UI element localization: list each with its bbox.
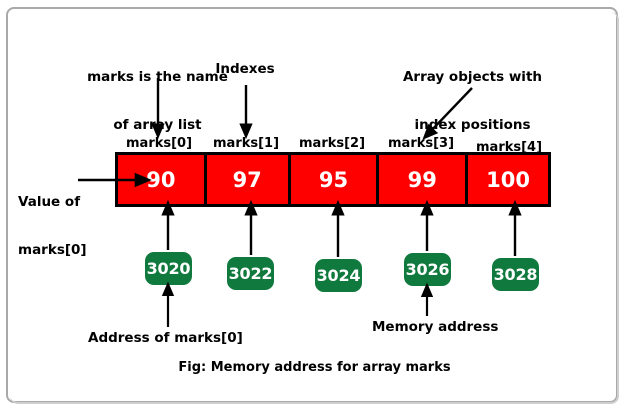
array-objects-note-line2: index positions [414,116,531,133]
array-cell-value-0: 90 [146,167,176,192]
array-name-note-line1: marks is the name [87,68,228,85]
address-of-marks0-note: Address of marks[0] [88,330,243,346]
array-cell-1[interactable]: 97 [207,155,291,204]
array-cell-value-3: 99 [407,167,437,192]
array-cell-4[interactable]: 100 [468,155,548,204]
index-label-1: marks[1] [213,136,280,151]
index-label-0: marks[0] [126,136,193,151]
array-cell-value-2: 95 [318,167,349,192]
address-chip-0[interactable]: 3020 [145,252,192,285]
array-cell-0[interactable]: 90 [118,155,207,204]
indexes-note: Indexes [215,61,275,77]
array-objects-note-line1: Array objects with [402,68,543,85]
value-note-line1: Value of [18,193,81,210]
value-note-line2: marks[0] [18,241,87,258]
address-chip-3[interactable]: 3026 [404,253,451,286]
array-cell-3[interactable]: 99 [379,155,469,204]
index-label-2: marks[2] [299,136,366,151]
address-chip-4[interactable]: 3028 [492,258,539,291]
figure-caption: Fig: Memory address for array marks [178,360,451,375]
memory-address-note: Memory address [372,319,499,335]
index-label-3: marks[3] [388,136,455,151]
address-chip-2[interactable]: 3024 [315,259,362,292]
value-note: Value of marks[0] [18,163,98,290]
index-label-4: marks[4] [476,140,543,155]
array-cell-value-4: 100 [486,167,530,192]
array-cell-2[interactable]: 95 [291,155,380,204]
array-cell-value-1: 97 [232,167,262,192]
array-cells-container: 90 97 95 99 100 [115,152,551,207]
address-chip-1[interactable]: 3022 [227,257,274,290]
array-name-note-line2: of array list [113,116,202,133]
